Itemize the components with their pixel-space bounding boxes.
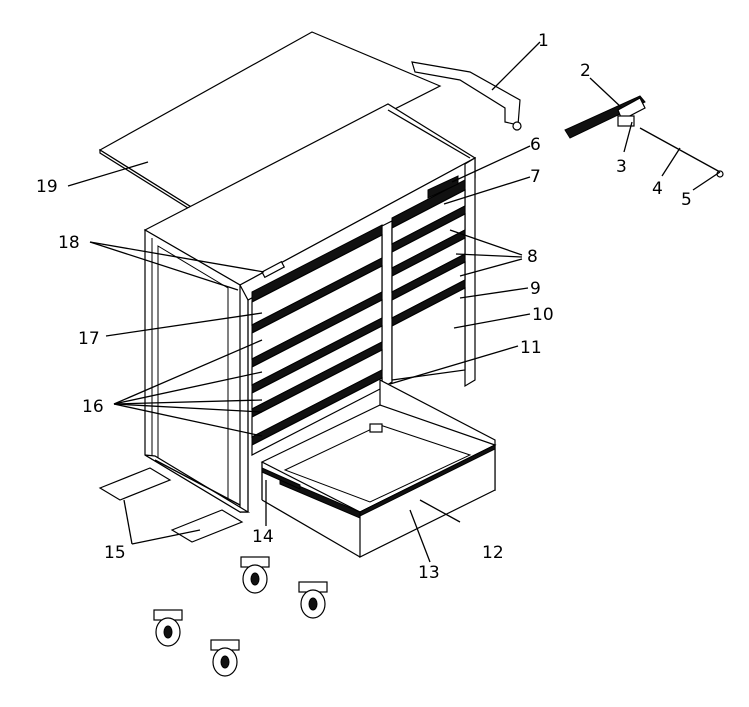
callout-15: 15 — [104, 543, 126, 563]
callout-labels: 1 2 3 4 5 6 7 8 9 10 11 12 13 14 15 16 1… — [36, 31, 692, 583]
callout-17: 17 — [78, 329, 100, 349]
bracket-part — [411, 61, 522, 131]
callout-8: 8 — [527, 247, 538, 267]
top-mat — [98, 31, 442, 215]
callout-3: 3 — [616, 157, 627, 177]
bottom-drawer — [260, 379, 497, 558]
callout-6: 6 — [530, 135, 541, 155]
callout-2: 2 — [580, 61, 591, 81]
callout-7: 7 — [530, 167, 541, 187]
caster-plates — [98, 467, 244, 543]
caster-wheels — [153, 556, 328, 677]
callout-11: 11 — [520, 338, 542, 358]
callout-19: 19 — [36, 177, 58, 197]
callout-12: 12 — [482, 543, 504, 563]
callout-9: 9 — [530, 279, 541, 299]
callout-14: 14 — [252, 527, 274, 547]
cabinet-body — [143, 103, 477, 514]
lock-rod-part — [617, 115, 724, 178]
callout-13: 13 — [418, 563, 440, 583]
leader-lines — [67, 41, 721, 563]
callout-10: 10 — [532, 305, 554, 325]
callout-5: 5 — [681, 190, 692, 210]
callout-18: 18 — [58, 233, 80, 253]
callout-4: 4 — [652, 179, 663, 199]
callout-16: 16 — [82, 397, 104, 417]
left-drawer-stack — [251, 224, 383, 456]
callout-1: 1 — [538, 31, 549, 51]
